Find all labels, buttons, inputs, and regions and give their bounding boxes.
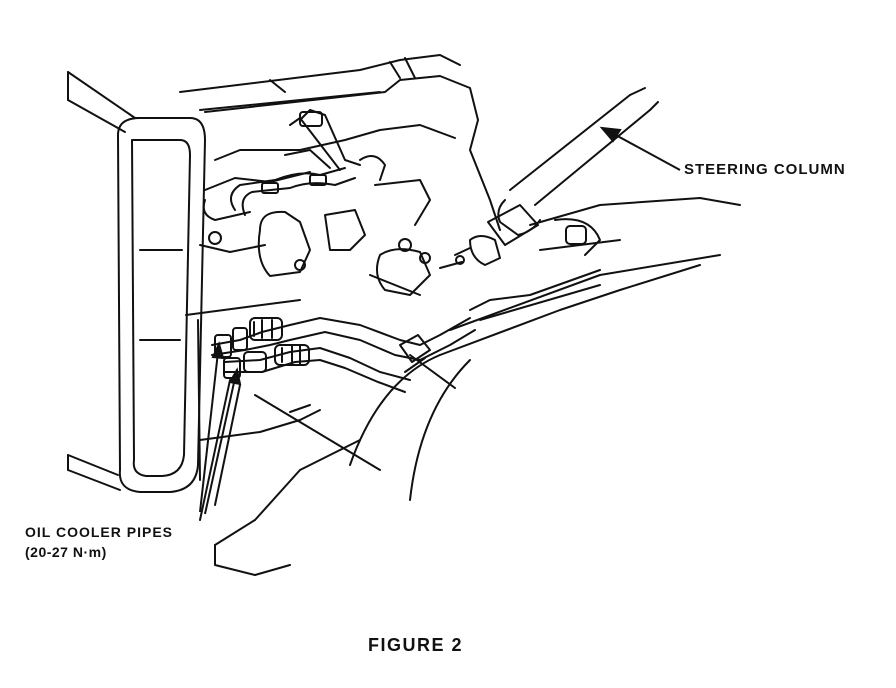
frame-rail <box>440 198 740 355</box>
torque-spec-label: (20-27 N·m) <box>25 544 107 560</box>
steering-column-arrowhead <box>602 128 620 141</box>
oil-cooler-arrowhead-lower <box>230 370 240 384</box>
radiator-core <box>118 118 205 492</box>
steering-column <box>440 88 658 268</box>
oil-cooler-leader-lower <box>205 378 235 514</box>
oil-cooler-pipe-lower <box>225 348 410 392</box>
lower-body-curves <box>200 355 470 575</box>
figure-caption: FIGURE 2 <box>368 635 464 655</box>
oil-cooler-pipes-label: OIL COOLER PIPES <box>25 524 173 540</box>
pipe-clip <box>400 335 455 388</box>
steering-column-leader <box>612 133 680 170</box>
pipe-fittings <box>215 318 309 378</box>
steering-column-label: STEERING COLUMN <box>684 161 846 178</box>
oil-cooler-leader-upper <box>200 352 218 512</box>
leader-lines <box>200 128 680 514</box>
oil-cooler-arrowhead-upper <box>213 344 223 358</box>
fuel-lines <box>204 110 385 220</box>
radiator-lower-support <box>68 300 300 490</box>
engine-block <box>200 76 500 295</box>
